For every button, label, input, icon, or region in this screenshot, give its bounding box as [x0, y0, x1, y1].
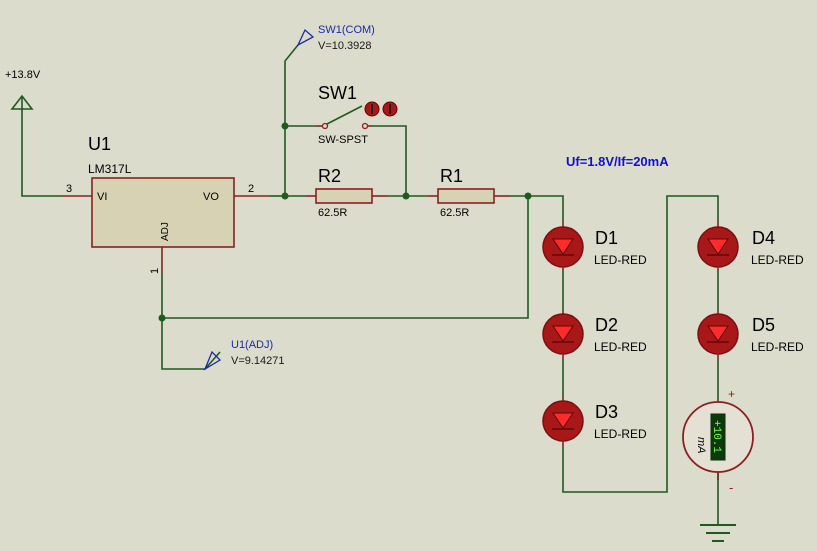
probe-adj-value: V=9.14271	[231, 355, 285, 367]
resistor-r1[interactable]: R1 62.5R	[428, 166, 510, 219]
probe-arrow-icon	[203, 350, 222, 371]
led-part: LED-RED	[594, 427, 647, 441]
ammeter-plus: +	[728, 387, 735, 401]
ammeter-reading: +10.1	[710, 420, 722, 453]
wires	[21, 44, 719, 525]
u1-ref: U1	[88, 134, 111, 154]
led-d4[interactable]: D4 LED-RED	[697, 222, 804, 272]
led-part: LED-RED	[594, 340, 647, 354]
probe-sw1-com[interactable]: SW1(COM) V=10.3928	[296, 24, 375, 52]
led-ref: D4	[752, 228, 775, 248]
led-d1[interactable]: D1 LED-RED	[542, 222, 647, 272]
r1-body	[437, 188, 495, 204]
ground-symbol	[700, 524, 736, 542]
led-spec-note: Uf=1.8V/If=20mA	[566, 154, 669, 169]
u1-adj-label: ADJ	[160, 222, 171, 241]
switch-lever	[326, 105, 363, 125]
probe-arrow-icon	[296, 28, 315, 47]
power-terminal[interactable]: +13.8V	[5, 69, 41, 110]
u1-part: LM317L	[88, 162, 132, 176]
resistor-r2[interactable]: R2 62.5R	[306, 166, 388, 219]
r1-value: 62.5R	[440, 207, 469, 219]
r2-value: 62.5R	[318, 207, 347, 219]
ammeter-unit: mA	[695, 437, 707, 454]
r2-body	[315, 188, 373, 204]
r2-ref: R2	[318, 166, 341, 186]
regulator-u1[interactable]: U1 LM317L 3 2 VI VO ADJ 1	[62, 134, 270, 274]
switch-sw1[interactable]: SW1 SW-SPST	[316, 83, 398, 146]
probe-sw-value: V=10.3928	[318, 40, 372, 52]
led-d5[interactable]: D5 LED-RED	[697, 310, 804, 359]
u1-vo-label: VO	[203, 191, 219, 203]
led-ref: D3	[595, 402, 618, 422]
sw1-part: SW-SPST	[318, 134, 368, 146]
probe-sw-name: SW1(COM)	[318, 24, 375, 36]
probe-adj-name: U1(ADJ)	[231, 339, 273, 351]
u1-pin-adj-num: 1	[149, 268, 161, 274]
ammeter-display	[710, 413, 726, 461]
ammeter[interactable]: + +10.1 mA -	[682, 387, 754, 495]
led-d3[interactable]: D3 LED-RED	[542, 397, 647, 447]
led-part: LED-RED	[751, 340, 804, 354]
led-part: LED-RED	[751, 253, 804, 267]
led-ref: D1	[595, 228, 618, 248]
u1-vi-label: VI	[97, 191, 107, 203]
led-part: LED-RED	[594, 253, 647, 267]
ammeter-minus: -	[729, 480, 733, 495]
led-d2[interactable]: D2 LED-RED	[542, 310, 647, 359]
sw1-ref: SW1	[318, 83, 357, 103]
probe-u1-adj[interactable]: U1(ADJ) V=9.14271	[203, 339, 285, 371]
u1-pin-out-num: 2	[248, 183, 254, 195]
led-ref: D2	[595, 315, 618, 335]
u1-body	[91, 177, 235, 248]
junctions	[158, 122, 532, 322]
led-ref: D5	[752, 315, 775, 335]
r1-ref: R1	[440, 166, 463, 186]
u1-pin-in-num: 3	[66, 183, 72, 195]
power-label: +13.8V	[5, 69, 41, 81]
